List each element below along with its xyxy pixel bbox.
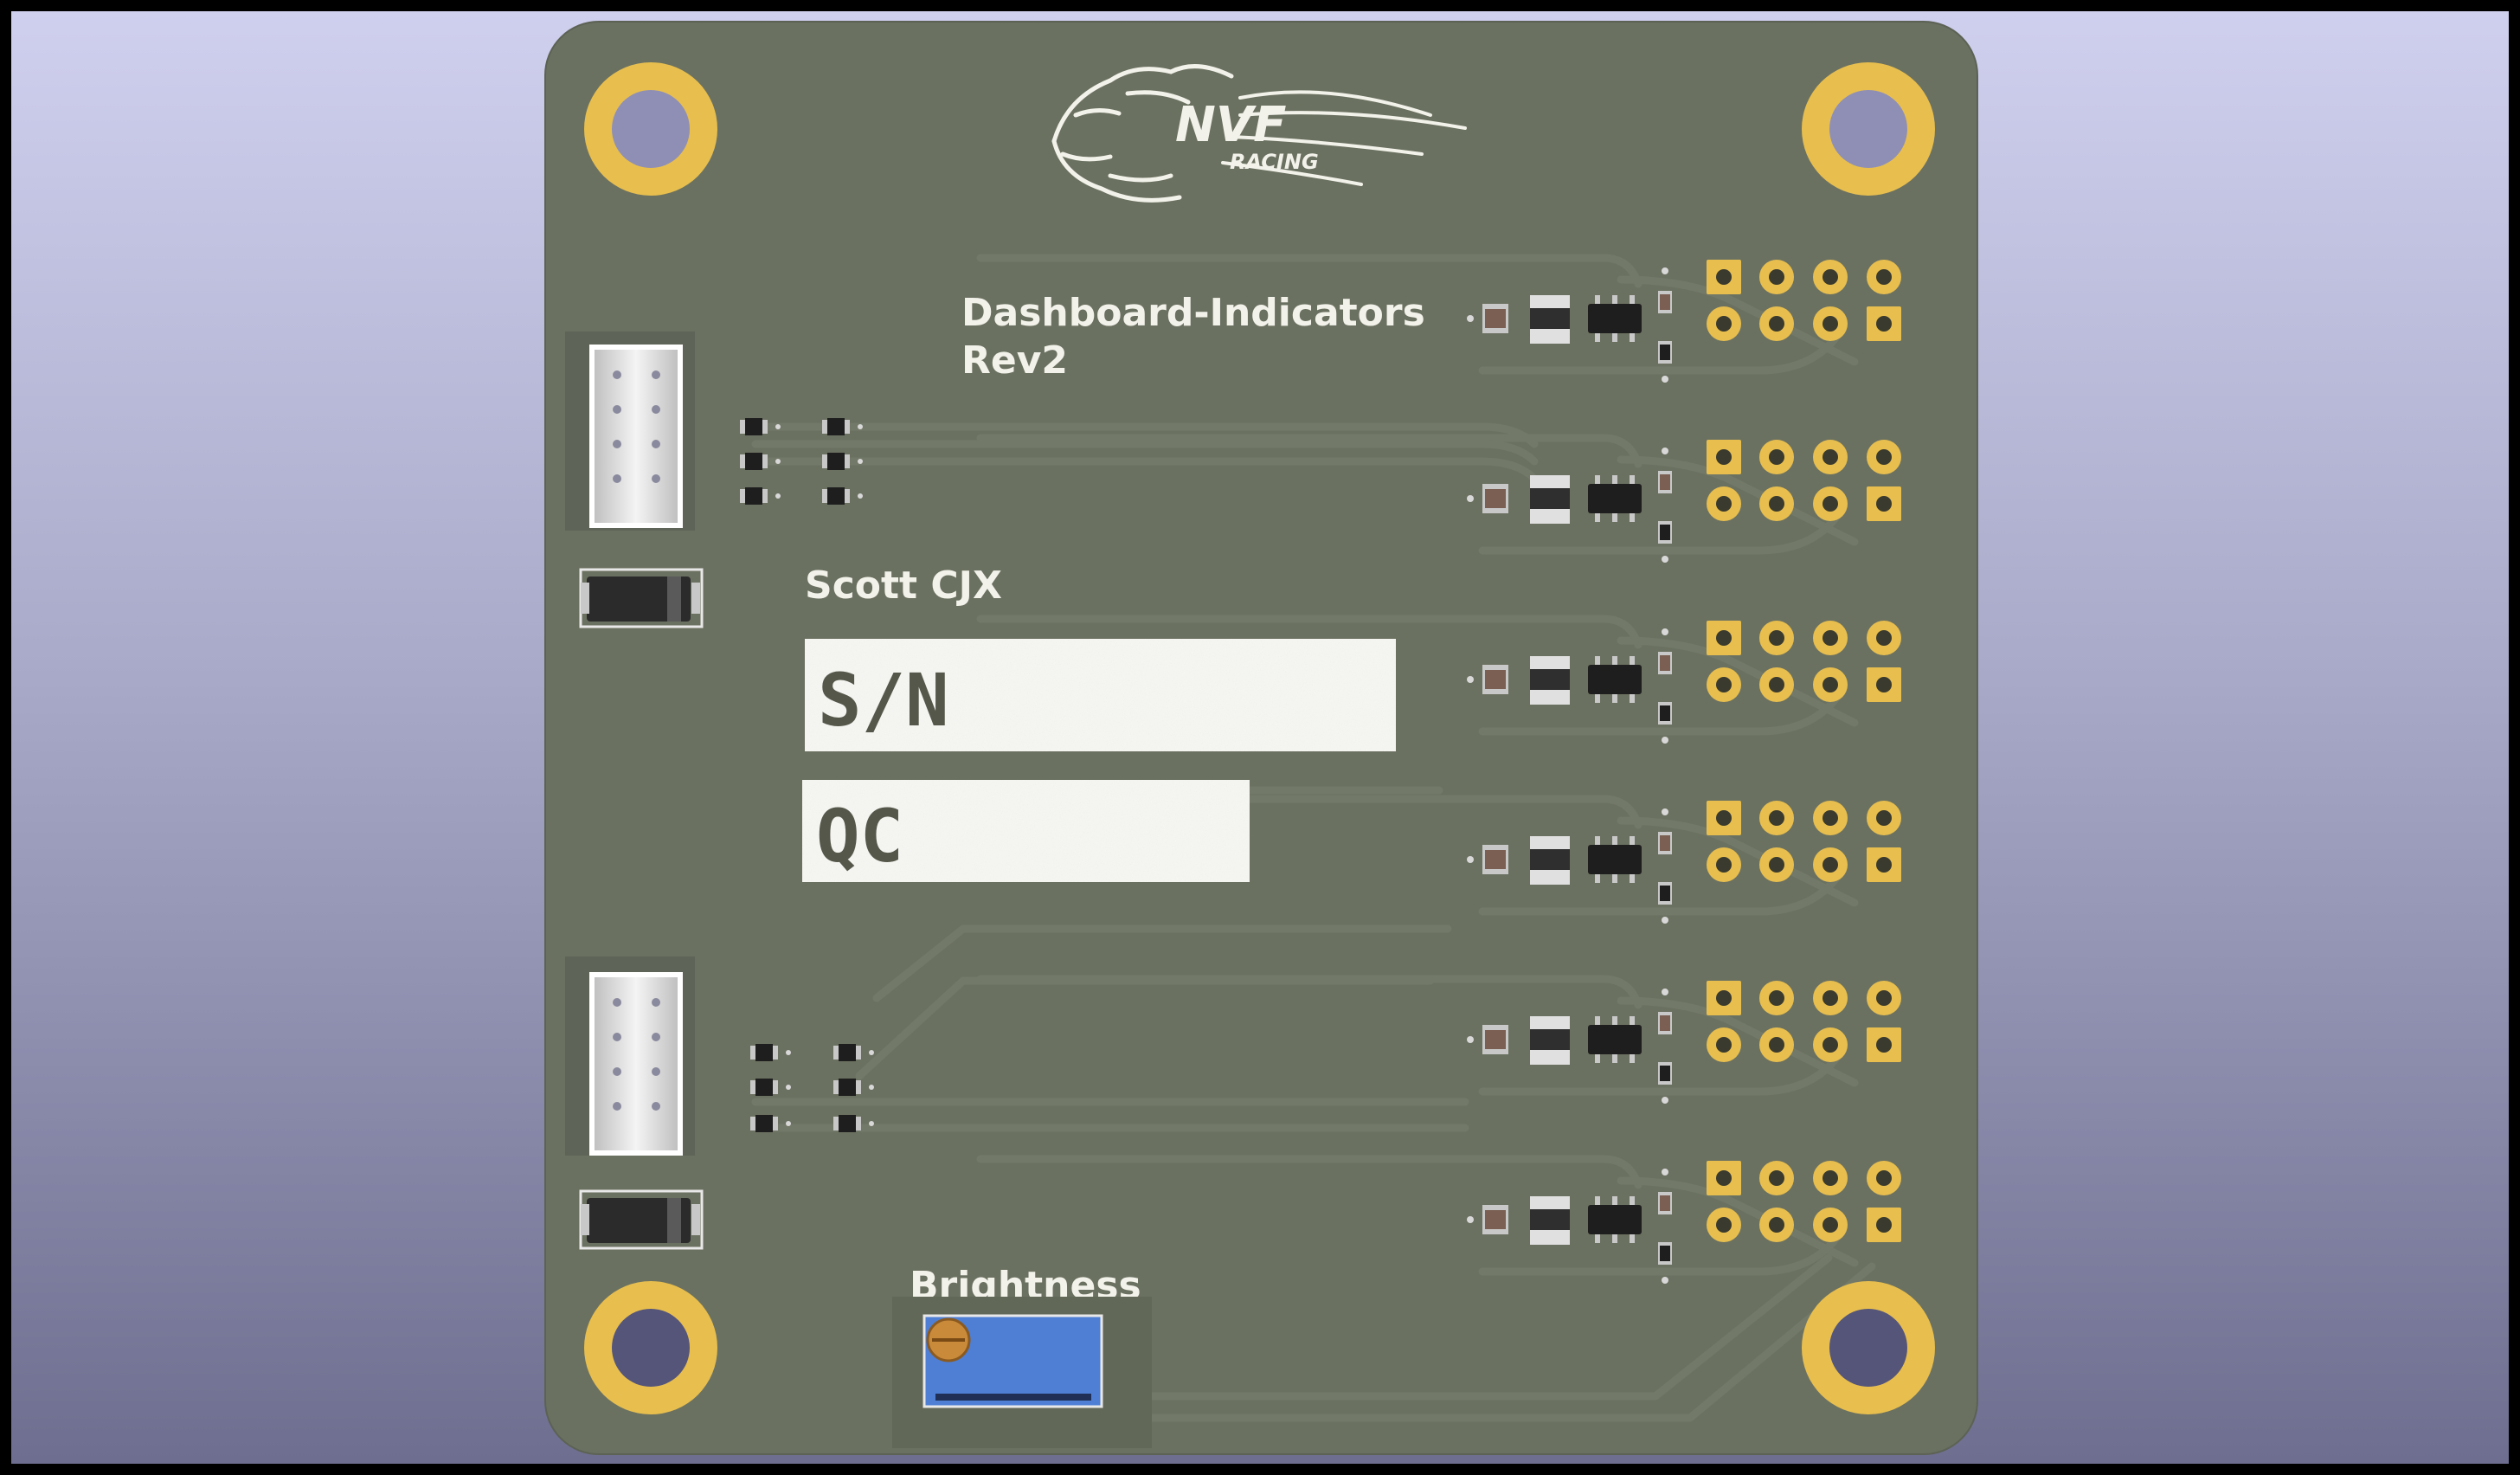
smd-resistor: [740, 418, 781, 435]
header-pin-pad: [1707, 981, 1741, 1015]
box-header-icon: [565, 332, 695, 531]
indicator-channel: [1467, 801, 1901, 924]
connector-passives: [740, 418, 874, 1132]
header-pin-pad: [1759, 1208, 1794, 1242]
smd-resistor: [833, 1044, 874, 1061]
header-pin-pad: [1707, 306, 1741, 341]
box-header-icon: [565, 956, 695, 1156]
indicator-channels: [1467, 260, 1901, 1284]
smd-resistor: [833, 1115, 874, 1132]
header-pin-pad: [1867, 440, 1901, 474]
lion-head-icon: [1051, 64, 1467, 203]
mounting-hole-icon: [584, 1281, 717, 1414]
designer-label: Scott CJX: [805, 564, 1002, 608]
header-pin-pad: [1759, 621, 1794, 655]
smd-resistor: [822, 418, 863, 435]
smd-resistor: [822, 487, 863, 505]
header-pin-pad: [1707, 440, 1741, 474]
header-pin-pad: [1707, 486, 1741, 521]
pcb-render: NVF RACING Dashboard-Indicators Rev2 Sco…: [544, 21, 1978, 1455]
header-pin-pad: [1707, 1208, 1741, 1242]
header-pin-pad: [1759, 1027, 1794, 1062]
indicator-channel: [1467, 981, 1901, 1104]
diode-icon: [579, 1189, 704, 1250]
qc-label: QC: [816, 794, 903, 879]
header-pin-pad: [1759, 486, 1794, 521]
header-pin-pad: [1867, 621, 1901, 655]
pcb-3d-viewport[interactable]: NVF RACING Dashboard-Indicators Rev2 Sco…: [11, 11, 2509, 1464]
header-pin-pad: [1707, 801, 1741, 835]
header-pin-pad: [1867, 306, 1901, 341]
header-pin-pad: [1759, 847, 1794, 882]
smd-resistor: [740, 487, 781, 505]
indicator-channel: [1467, 1161, 1901, 1284]
board-revision: Rev2: [961, 338, 1068, 383]
header-pin-pad: [1813, 801, 1848, 835]
header-pin-pad: [1813, 981, 1848, 1015]
smd-resistor: [740, 453, 781, 470]
header-pin-pad: [1707, 1161, 1741, 1195]
smd-resistor: [822, 453, 863, 470]
header-pin-pad: [1759, 667, 1794, 702]
logo-nvf-text: NVF: [1175, 97, 1286, 153]
smd-resistor: [750, 1044, 791, 1061]
header-pin-pad: [1759, 801, 1794, 835]
header-pin-pad: [1707, 847, 1741, 882]
header-pin-pad: [1867, 486, 1901, 521]
header-pin-pad: [1759, 1161, 1794, 1195]
diode-icon: [579, 568, 704, 628]
smd-resistor: [833, 1079, 874, 1096]
header-pin-pad: [1867, 1027, 1901, 1062]
mounting-hole-icon: [584, 62, 717, 196]
header-pin-pad: [1813, 1027, 1848, 1062]
header-pin-pad: [1707, 667, 1741, 702]
header-pin-pad: [1813, 621, 1848, 655]
header-pin-pad: [1759, 260, 1794, 294]
header-pin-pad: [1707, 621, 1741, 655]
indicator-channel: [1467, 260, 1901, 383]
header-pin-pad: [1813, 1161, 1848, 1195]
mounting-hole-icon: [1802, 62, 1935, 196]
header-pin-pad: [1707, 260, 1741, 294]
indicator-channel: [1467, 440, 1901, 563]
serial-number-label: S/N: [818, 658, 949, 743]
header-pin-pad: [1813, 260, 1848, 294]
header-pin-pad: [1759, 981, 1794, 1015]
header-pin-pad: [1867, 981, 1901, 1015]
header-pin-pad: [1867, 1208, 1901, 1242]
board-title: Dashboard-Indicators: [961, 291, 1425, 335]
header-pin-pad: [1867, 667, 1901, 702]
header-pin-pad: [1867, 847, 1901, 882]
header-pin-pad: [1867, 260, 1901, 294]
header-pin-pad: [1759, 306, 1794, 341]
smd-resistor: [750, 1115, 791, 1132]
header-pin-pad: [1813, 847, 1848, 882]
mounting-hole-icon: [1802, 1281, 1935, 1414]
indicator-channel: [1467, 621, 1901, 744]
header-pin-pad: [1707, 1027, 1741, 1062]
header-pin-pad: [1813, 440, 1848, 474]
header-pin-pad: [1867, 1161, 1901, 1195]
header-pin-pad: [1813, 1208, 1848, 1242]
header-pin-pad: [1813, 667, 1848, 702]
trimmer-pot-icon[interactable]: [892, 1297, 1152, 1448]
header-pin-pad: [1813, 306, 1848, 341]
header-pin-pad: [1867, 801, 1901, 835]
logo-racing-text: RACING: [1230, 150, 1319, 174]
header-pin-pad: [1759, 440, 1794, 474]
header-pin-pad: [1813, 486, 1848, 521]
smd-resistor: [750, 1079, 791, 1096]
